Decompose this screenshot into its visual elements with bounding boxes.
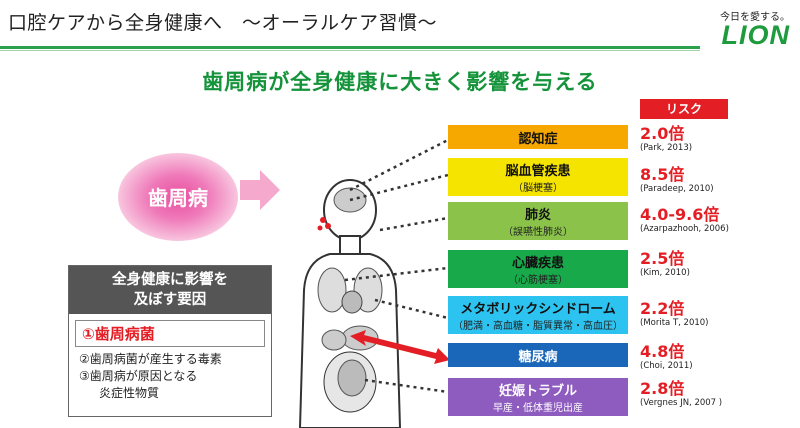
factor-item-inflammation-cont: 炎症性物質 — [99, 386, 160, 400]
risk-reference: (Paradeep, 2010) — [640, 184, 714, 194]
bidirectional-arrow-icon — [350, 330, 450, 364]
risk-reference: (Morita T, 2010) — [640, 318, 709, 328]
risk-value: 8.5倍 — [640, 165, 685, 184]
header: 口腔ケアから全身健康へ ～オーラルケア習慣～ 今日を愛する。 LION — [0, 0, 800, 58]
factors-heading-line1: 全身健康に影響を — [112, 272, 228, 288]
risk-reference: (Vergnes JN, 2007 ) — [640, 398, 723, 408]
disease-box: メタボリックシンドローム （肥満・高血糖・脂質異常・高血圧） — [448, 296, 628, 334]
disease-name: メタボリックシンドローム — [460, 302, 616, 317]
periodontal-blob — [118, 153, 238, 241]
risk-value: 2.5倍 — [640, 249, 685, 268]
risk-reference: (Park, 2013) — [640, 143, 693, 153]
risk-value: 4.0-9.6倍 — [640, 205, 720, 224]
risk-reference: (Azarpazhooh, 2006) — [640, 224, 729, 234]
risk-entry: 2.8倍(Vergnes JN, 2007 ) — [640, 380, 800, 409]
risk-column-header: リスク — [640, 99, 728, 119]
header-rule — [0, 46, 700, 49]
logo-wordmark: LION — [721, 20, 790, 50]
disease-name: 心臓疾患 — [511, 256, 564, 271]
disease-subtext: （誤嚥性肺炎） — [503, 227, 573, 238]
disease-name: 認知症 — [518, 131, 558, 147]
header-rule-thin — [0, 50, 700, 51]
disease-name: 妊娠トラブル — [498, 384, 577, 399]
disease-box: 認知症 — [448, 125, 628, 149]
disease-subtext: 早産・低体重児出産 — [493, 403, 583, 414]
lion-logo: 今日を愛する。 LION — [680, 8, 790, 52]
factor-item-bacteria: ①歯周病菌 — [75, 320, 265, 347]
risk-entry: 8.5倍(Paradeep, 2010) — [640, 166, 800, 195]
disease-subtext: （肥満・高血糖・脂質異常・高血圧） — [453, 321, 623, 332]
risk-reference: (Choi, 2011) — [640, 361, 693, 371]
human-body-illustration — [298, 179, 402, 428]
disease-name: 脳血管疾患 — [505, 164, 571, 179]
risk-value: 2.0倍 — [640, 124, 685, 143]
disease-subtext: （脳梗塞） — [513, 183, 563, 194]
disease-subtext: （心筋梗塞） — [508, 275, 568, 286]
periodontal-label: 歯周病 — [148, 186, 208, 210]
factors-box: 全身健康に影響を 及ぼす要因 ①歯周病菌 ②歯周病菌が産生する毒素 ③歯周病が原… — [68, 265, 272, 417]
disease-box: 糖尿病 — [448, 343, 628, 367]
disease-box: 妊娠トラブル早産・低体重児出産 — [448, 378, 628, 416]
risk-entry: 4.8倍(Choi, 2011) — [640, 343, 800, 372]
risk-value: 2.8倍 — [640, 379, 685, 398]
risk-reference: (Kim, 2010) — [640, 268, 690, 278]
factor-item-toxins: ②歯周病菌が産生する毒素 — [79, 352, 222, 366]
disease-name: 糖尿病 — [518, 349, 558, 365]
disease-box: 脳血管疾患 （脳梗塞） — [448, 158, 628, 196]
logo-tagline: 今日を愛する。 — [720, 12, 790, 23]
risk-entry: 2.5倍(Kim, 2010) — [640, 250, 800, 279]
arrow-right-icon — [240, 170, 280, 210]
factors-heading: 全身健康に影響を 及ぼす要因 — [69, 266, 271, 314]
risk-entry: 2.2倍(Morita T, 2010) — [640, 300, 800, 329]
risk-value: 4.8倍 — [640, 342, 685, 361]
risk-value: 2.2倍 — [640, 299, 685, 318]
disease-box: 心臓疾患 （心筋梗塞） — [448, 250, 628, 288]
risk-entry: 4.0-9.6倍(Azarpazhooh, 2006) — [640, 206, 800, 235]
factors-heading-line2: 及ぼす要因 — [133, 292, 207, 308]
slide-subtitle: 歯周病が全身健康に大きく影響を与える — [202, 70, 598, 94]
risk-entry: 2.0倍(Park, 2013) — [640, 125, 800, 154]
page-title: 口腔ケアから全身健康へ ～オーラルケア習慣～ — [8, 12, 438, 34]
disease-box: 肺炎 （誤嚥性肺炎） — [448, 202, 628, 240]
factor-item-inflammation: ③歯周病が原因となる — [79, 369, 198, 383]
disease-name: 肺炎 — [524, 208, 551, 223]
